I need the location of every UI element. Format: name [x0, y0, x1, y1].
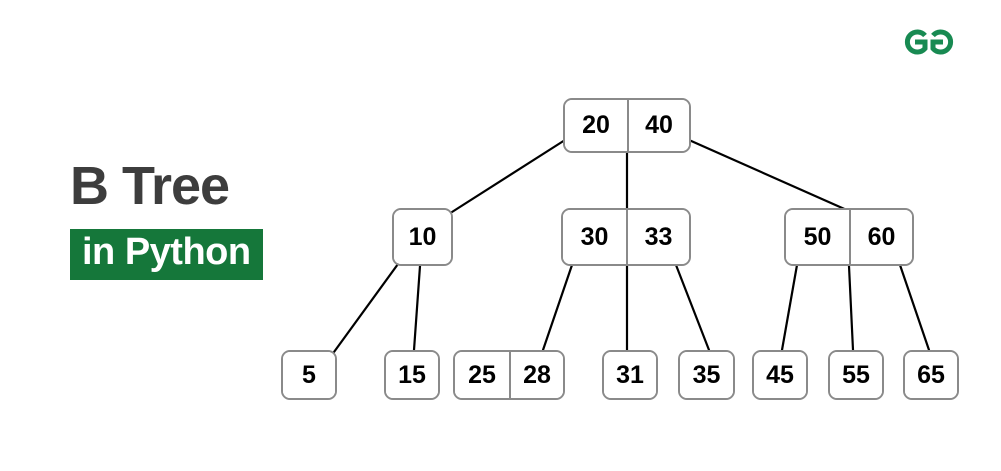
- tree-node-key: 65: [905, 352, 957, 398]
- tree-node-key: 45: [754, 352, 806, 398]
- page-title: B Tree: [70, 156, 230, 216]
- tree-node-key: 50: [786, 210, 849, 264]
- subtitle-highlight: in Python: [70, 228, 263, 280]
- page-subtitle: in Python: [82, 230, 251, 273]
- tree-node-key: 33: [626, 210, 689, 264]
- tree-node-l55[interactable]: 55: [828, 350, 884, 400]
- tree-edge-n3033-l35: [674, 263, 711, 352]
- tree-node-l5[interactable]: 5: [281, 350, 337, 400]
- tree-node-key: 60: [849, 210, 912, 264]
- tree-node-key: 31: [604, 352, 656, 398]
- tree-edge-n5060-l45: [780, 263, 799, 352]
- tree-node-key: 10: [394, 210, 451, 264]
- tree-edge-n5060-l65: [898, 263, 931, 352]
- tree-node-l15[interactable]: 15: [384, 350, 440, 400]
- tree-node-key: 35: [680, 352, 733, 398]
- tree-node-key: 15: [386, 352, 438, 398]
- tree-node-n10[interactable]: 10: [392, 208, 453, 266]
- tree-node-key: 20: [565, 100, 627, 151]
- tree-edge-n10-l15: [412, 264, 422, 352]
- geeksforgeeks-logo: [893, 22, 965, 62]
- tree-node-l31[interactable]: 31: [602, 350, 658, 400]
- tree-node-key: 25: [455, 352, 509, 398]
- tree-node-l35[interactable]: 35: [678, 350, 735, 400]
- title-block: B Tree in Python: [70, 158, 350, 280]
- tree-node-l45[interactable]: 45: [752, 350, 808, 400]
- tree-edge-n3033-l2528: [541, 263, 574, 352]
- tree-edge-n5060-l55: [847, 264, 855, 352]
- tree-edge-root-n5060: [687, 138, 851, 213]
- tree-node-l65[interactable]: 65: [903, 350, 959, 400]
- tree-edge-root-n10: [450, 138, 567, 214]
- tree-node-key: 40: [627, 100, 689, 151]
- tree-node-key: 28: [509, 352, 563, 398]
- tree-node-key: 30: [563, 210, 626, 264]
- tree-node-key: 55: [830, 352, 882, 398]
- tree-node-key: 5: [283, 352, 335, 398]
